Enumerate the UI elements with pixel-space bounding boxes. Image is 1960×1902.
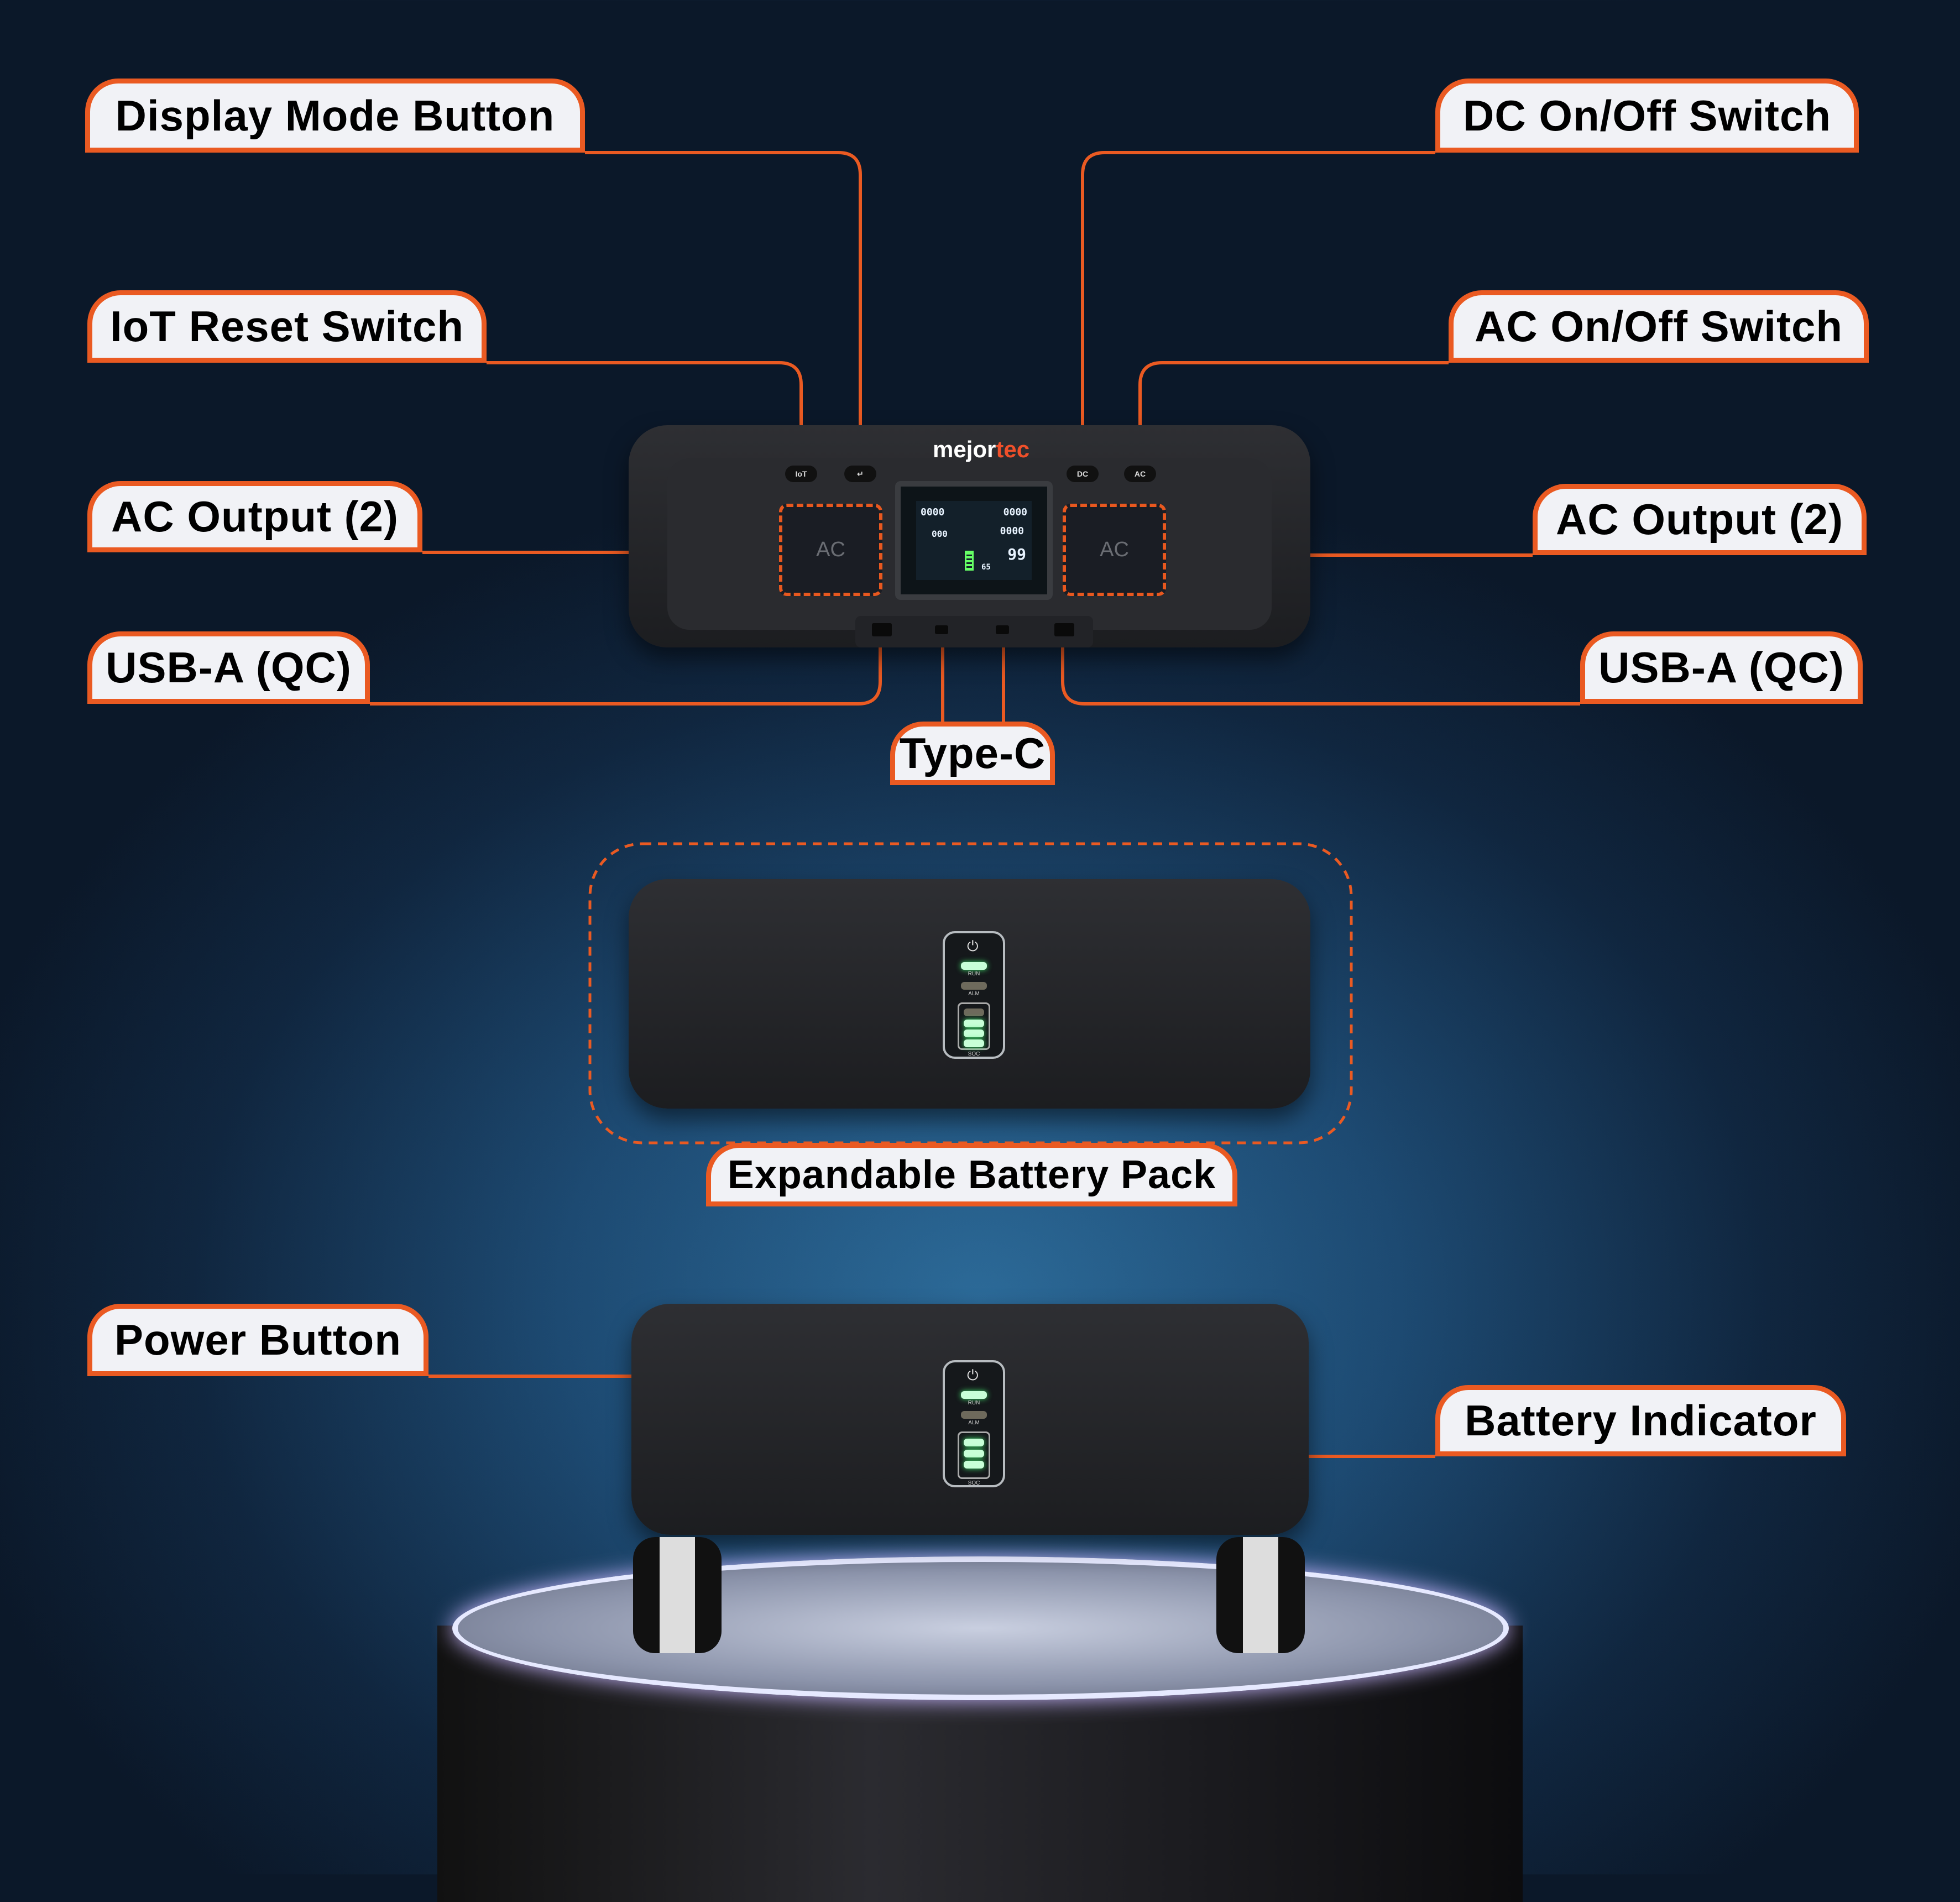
- alm-led: [961, 982, 987, 990]
- run-label: RUN: [968, 1400, 980, 1406]
- lcd-small-value: 65: [981, 563, 991, 572]
- lcd-output-left: 000: [932, 529, 948, 539]
- label-display-mode-button: Display Mode Button: [85, 79, 585, 153]
- run-led: [961, 962, 987, 970]
- label-battery-pack: Expandable Battery Pack: [706, 1143, 1237, 1206]
- brand-logo: mejortec: [933, 436, 1030, 462]
- pedestal-top: [452, 1556, 1509, 1700]
- line-display-mode: [585, 151, 862, 466]
- display-mode-button[interactable]: ↵: [844, 466, 876, 482]
- lcd-input-right: 0000: [1003, 506, 1027, 518]
- ac-switch[interactable]: AC: [1124, 466, 1156, 482]
- label-ac-output-left: AC Output (2): [87, 481, 422, 552]
- soc-label: SOC: [968, 1480, 980, 1486]
- soc-label: SOC: [968, 1051, 980, 1057]
- lcd-input-left: 0000: [921, 506, 945, 518]
- power-station-main-unit: mejortec IoT ↵ DC AC 0000 0000 0000 000 …: [629, 425, 1310, 647]
- iot-reset-switch[interactable]: IoT: [785, 466, 817, 482]
- battery-indicator-panel: ⏻ RUN ALM SOC: [943, 1360, 1005, 1487]
- expandable-battery-pack: ⏻ RUN ALM SOC: [629, 879, 1310, 1109]
- line-iot: [487, 361, 803, 466]
- line-dc: [1081, 151, 1435, 466]
- alm-label: ALM: [968, 991, 980, 997]
- label-usba-right: USB-A (QC): [1580, 631, 1863, 704]
- label-battery-indicator: Battery Indicator: [1435, 1385, 1846, 1456]
- label-ac-output-right: AC Output (2): [1533, 484, 1867, 555]
- label-ac-switch: AC On/Off Switch: [1449, 290, 1869, 363]
- run-label: RUN: [968, 971, 980, 977]
- wheel-left: [633, 1537, 722, 1653]
- line-usba-left: [370, 631, 882, 706]
- run-led: [961, 1391, 987, 1399]
- lcd-screen: 0000 0000 0000 000 99 65: [895, 481, 1053, 600]
- label-iot-reset: IoT Reset Switch: [87, 290, 487, 363]
- usb-a-port-left[interactable]: [872, 623, 892, 636]
- line-usba-right: [1061, 631, 1580, 706]
- ac-outlet-right[interactable]: AC: [1063, 504, 1166, 596]
- lcd-output-right: 0000: [1000, 525, 1024, 537]
- alm-label: ALM: [968, 1420, 980, 1426]
- line-ac-switch: [1138, 361, 1449, 466]
- ac-outlet-left[interactable]: AC: [779, 504, 882, 596]
- label-power-button: Power Button: [87, 1304, 428, 1376]
- label-usba-left: USB-A (QC): [87, 631, 370, 704]
- port-strip: [855, 616, 1093, 647]
- lcd-percent: 99: [1007, 545, 1026, 563]
- power-icon: ⏻: [967, 938, 979, 954]
- base-battery-unit: ⏻ RUN ALM SOC: [631, 1304, 1309, 1535]
- battery-pack-indicator: ⏻ RUN ALM SOC: [943, 931, 1005, 1059]
- type-c-port-2[interactable]: [996, 625, 1009, 634]
- battery-pack-outline: [588, 842, 1353, 1145]
- soc-gauge: [958, 1002, 990, 1050]
- label-dc-switch: DC On/Off Switch: [1435, 79, 1859, 153]
- label-type-c: Type-C: [890, 722, 1055, 785]
- wheel-right: [1216, 1537, 1305, 1653]
- lcd-battery-icon: [965, 551, 974, 571]
- dc-switch[interactable]: DC: [1067, 466, 1099, 482]
- usb-a-port-right[interactable]: [1054, 623, 1074, 636]
- type-c-port-1[interactable]: [935, 625, 948, 634]
- power-button[interactable]: ⏻: [967, 1367, 979, 1383]
- soc-gauge: [958, 1431, 990, 1479]
- alm-led: [961, 1411, 987, 1419]
